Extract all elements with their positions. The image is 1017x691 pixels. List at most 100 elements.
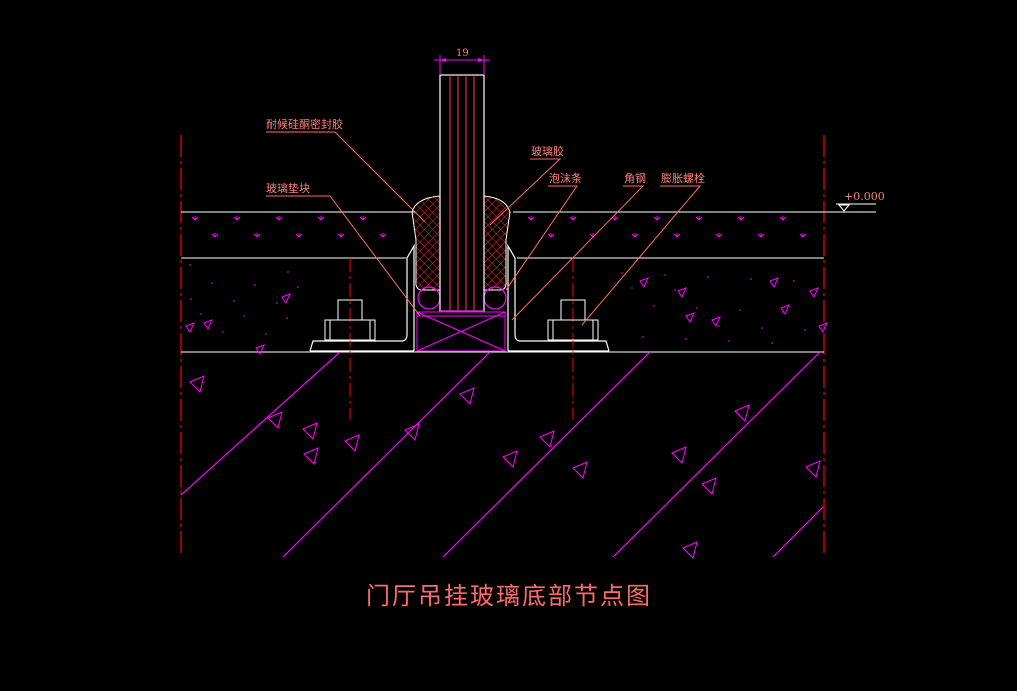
aggregate-dot <box>287 271 289 273</box>
aggregate-mark <box>769 277 779 289</box>
aggregate-dot <box>211 282 213 284</box>
grass-mark <box>233 216 241 221</box>
angle-steel <box>309 243 610 352</box>
aggregate-mark <box>539 430 555 448</box>
aggregate-mark <box>281 293 291 305</box>
finish-hatch <box>191 216 807 238</box>
aggregate-mark <box>302 422 318 440</box>
elevation-label: +0.000 <box>844 190 885 203</box>
grass-mark <box>737 216 745 221</box>
grass-mark <box>695 216 703 221</box>
elevation-mark: +0.000 <box>836 190 885 212</box>
aggregate-mark <box>701 477 717 495</box>
aggregate-mark <box>344 434 360 452</box>
aggregate-mark <box>734 404 750 422</box>
slab-hatch <box>181 352 823 557</box>
slab-aggregate <box>189 375 821 559</box>
setting-block <box>416 311 506 352</box>
aggregate-dot <box>718 325 720 327</box>
finish-layer <box>181 211 876 353</box>
aggregate-mark <box>303 447 319 465</box>
aggregate-dot <box>621 272 623 274</box>
aggregate-dot <box>653 305 655 307</box>
aggregate-dot <box>233 300 235 302</box>
label-angle-steel: 角钢 <box>624 172 646 185</box>
aggregate-dot <box>297 286 299 288</box>
dimension-19: 19 <box>434 48 490 75</box>
aggregate-mark <box>682 541 698 559</box>
grass-mark <box>757 233 765 238</box>
aggregate-dot <box>674 289 676 291</box>
grass-mark <box>653 216 661 221</box>
aggregate-dot <box>782 311 784 313</box>
dimension-label: 19 <box>456 48 469 59</box>
aggregate-dot <box>761 327 763 329</box>
aggregate-mark <box>780 304 790 316</box>
bolt-left <box>324 258 376 420</box>
aggregate-mark <box>189 375 205 393</box>
aggregate-mark <box>677 287 687 299</box>
aggregate-mark <box>255 344 265 356</box>
grass-mark <box>527 216 535 221</box>
aggregate-dot <box>728 340 730 342</box>
grass-mark <box>547 233 555 238</box>
aggregate-dot <box>243 315 245 317</box>
aggregate-mark <box>459 387 475 405</box>
aggregate-dot <box>771 342 773 344</box>
grass-mark <box>631 233 639 238</box>
aggregate-mark <box>639 277 649 289</box>
aggregate-dot <box>200 313 202 315</box>
label-foam-rod: 泡沫条 <box>549 171 582 185</box>
label-expansion-bolt: 膨胀螺栓 <box>661 171 705 185</box>
aggregate-mark <box>809 287 819 299</box>
aggregate-dot <box>265 333 267 335</box>
aggregate-mark <box>404 423 420 441</box>
aggregate-dot <box>707 276 709 278</box>
aggregate-mark <box>267 411 283 429</box>
grass-mark <box>211 233 219 238</box>
grass-mark <box>275 216 283 221</box>
grass-mark <box>799 233 807 238</box>
grass-mark <box>715 233 723 238</box>
grass-mark <box>673 233 681 238</box>
grass-mark <box>295 233 303 238</box>
aggregate-mark <box>502 450 518 468</box>
aggregate-mark <box>203 319 213 331</box>
aggregate-mark <box>818 322 828 334</box>
grass-mark <box>317 216 325 221</box>
boundary-lines <box>180 135 825 557</box>
aggregate-dot <box>254 284 256 286</box>
aggregate-mark <box>185 322 195 334</box>
grass-mark <box>779 216 787 221</box>
grass-mark <box>191 216 199 221</box>
aggregate-dot <box>685 338 687 340</box>
grass-mark <box>359 216 367 221</box>
aggregate-dot <box>631 287 633 289</box>
aggregate-dot <box>664 274 666 276</box>
aggregate-mark <box>685 312 695 324</box>
glass-panel <box>439 74 485 312</box>
label-weather-sealant: 耐候硅酮密封胶 <box>266 117 343 131</box>
grass-mark <box>611 216 619 221</box>
grass-mark <box>379 233 387 238</box>
aggregate-mark <box>711 316 721 328</box>
label-glass-glue: 玻璃胶 <box>531 144 564 158</box>
aggregate-mark <box>572 461 588 479</box>
aggregate-dot <box>276 302 278 304</box>
grass-mark <box>253 233 261 238</box>
drawing-title: 门厅吊挂玻璃底部节点图 <box>366 582 652 610</box>
aggregate-dot <box>804 329 806 331</box>
aggregate-dot <box>739 309 741 311</box>
aggregate-mark <box>671 446 687 464</box>
aggregate-dot <box>642 336 644 338</box>
label-setting-block: 玻璃垫块 <box>266 181 310 195</box>
aggregate-dot <box>750 278 752 280</box>
grass-mark <box>337 233 345 238</box>
aggregate-mark <box>805 460 821 478</box>
aggregate-dot <box>696 307 698 309</box>
screed-hatch <box>185 264 828 356</box>
leader-lines <box>266 131 702 326</box>
aggregate-dot <box>190 298 192 300</box>
aggregate-dot <box>793 280 795 282</box>
